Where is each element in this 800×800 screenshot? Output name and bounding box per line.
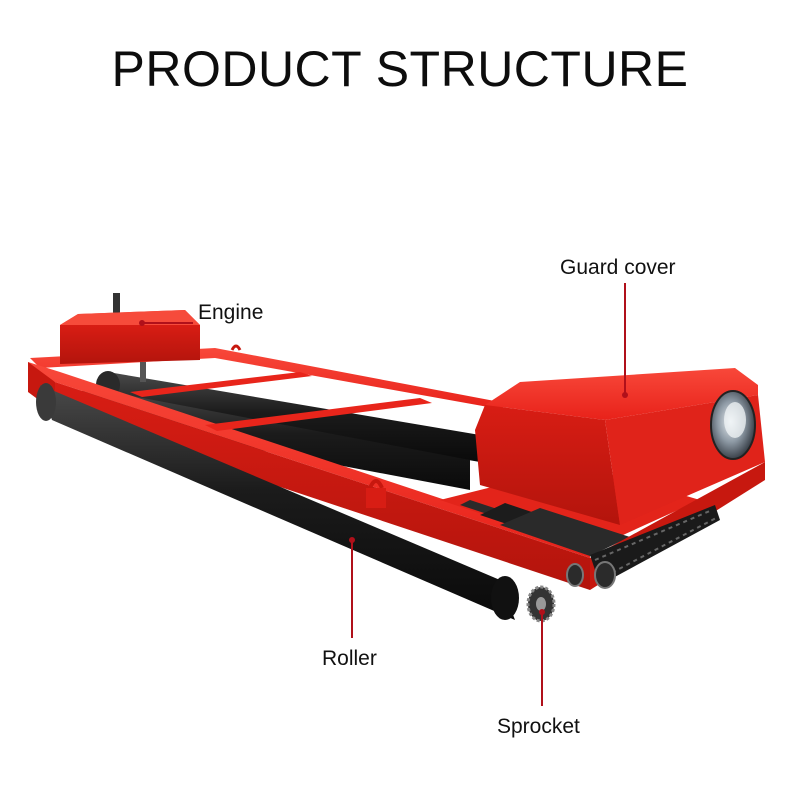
front-roller	[36, 383, 519, 620]
guard-cover-box	[475, 368, 765, 525]
roller-leader-dot	[349, 537, 355, 543]
sprocket-leader-dot	[539, 609, 545, 615]
sprocket-wheel	[526, 585, 556, 623]
engine-leader-dot	[139, 320, 145, 326]
engine-label: Engine	[198, 301, 264, 324]
guard-cover-leader-dot	[622, 392, 628, 398]
sprocket-label: Sprocket	[497, 715, 580, 738]
engine-box	[60, 293, 200, 382]
guard-cover-label: Guard cover	[560, 256, 676, 279]
page-title: PRODUCT STRUCTURE	[111, 41, 689, 97]
roller-label: Roller	[322, 647, 377, 670]
crawler-tracks	[566, 505, 720, 589]
